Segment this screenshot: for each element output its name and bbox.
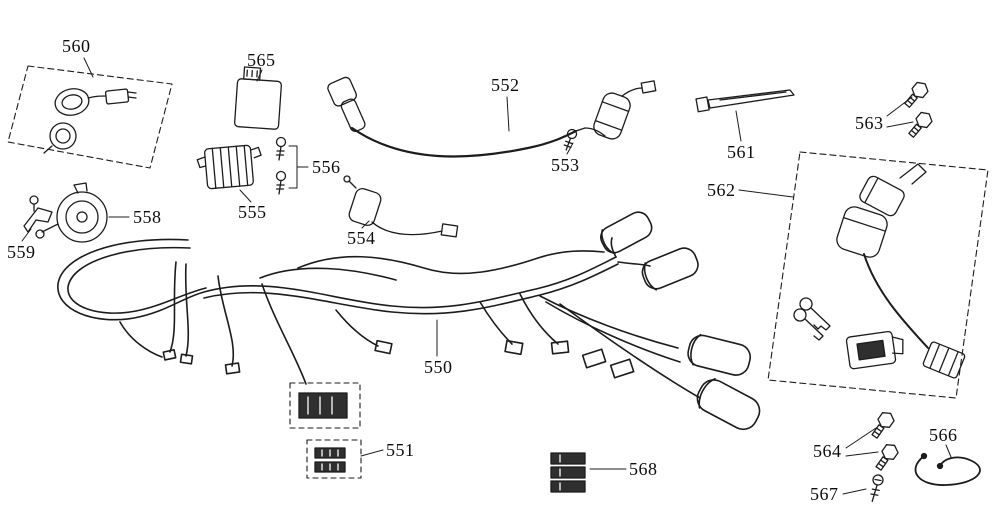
part-label-559: 559 xyxy=(7,242,36,262)
part-label-555: 555 xyxy=(238,202,267,222)
part-label-550: 550 xyxy=(424,357,453,377)
bracket-559-graphic xyxy=(23,195,53,233)
cable-tie-graphic xyxy=(695,89,795,113)
part-560-graphic xyxy=(43,88,137,154)
bolts-564-graphic xyxy=(871,412,899,471)
part-label-562: 562 xyxy=(707,180,736,200)
regulator-rectifier-graphic xyxy=(196,144,262,190)
part-label-558: 558 xyxy=(133,207,162,227)
part-label-565: 565 xyxy=(247,50,276,70)
ignition-coil-graphic xyxy=(343,175,459,238)
screws-556-graphic xyxy=(275,136,287,195)
fuses-graphic xyxy=(550,452,586,493)
part-label-566: 566 xyxy=(929,425,958,445)
part-label-552: 552 xyxy=(491,75,520,95)
connectors-551-graphic xyxy=(314,447,346,473)
keys-graphic xyxy=(793,297,831,341)
connector-block-graphic xyxy=(298,392,348,419)
dashed-box-560 xyxy=(7,65,173,169)
bolts-563-graphic xyxy=(904,81,933,138)
part-label-551: 551 xyxy=(386,440,415,460)
spark-plug-lead-graphic xyxy=(327,76,657,158)
part-label-568: 568 xyxy=(629,459,658,479)
dashed-box-562 xyxy=(767,151,989,399)
screw-553-graphic xyxy=(563,128,578,151)
horn-graphic xyxy=(35,182,108,243)
dashed-box-551a xyxy=(289,382,361,429)
main-wire-harness-graphic xyxy=(57,211,761,431)
part-label-564: 564 xyxy=(813,441,842,461)
ignition-switch-assembly-graphic xyxy=(793,163,966,379)
part-label-561: 561 xyxy=(727,142,756,162)
part-label-556: 556 xyxy=(312,157,341,177)
part-label-560: 560 xyxy=(62,36,91,56)
screw-567-graphic xyxy=(870,474,884,502)
dashed-box-551b xyxy=(306,439,362,479)
part-label-554: 554 xyxy=(347,228,376,248)
part-label-553: 553 xyxy=(551,155,580,175)
cable-566-graphic xyxy=(914,452,981,486)
part-label-563: 563 xyxy=(855,113,884,133)
part-label-567: 567 xyxy=(810,484,839,504)
cdi-unit-graphic xyxy=(233,66,283,130)
